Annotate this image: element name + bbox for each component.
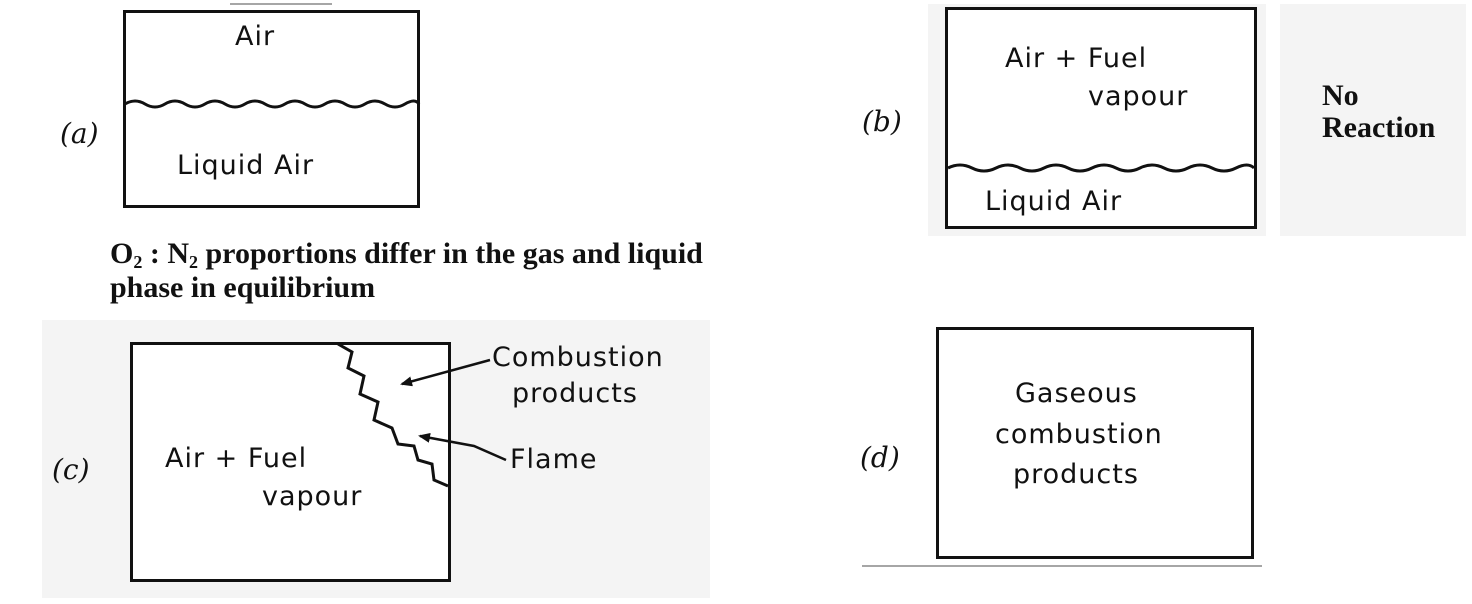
caption-n: : N [142, 237, 189, 270]
panel-b-air-fuel-label: Air + Fuel [1005, 43, 1148, 74]
panel-d-tag: (d) [860, 441, 900, 474]
panel-b-no-reaction: No Reaction [1322, 79, 1436, 145]
caption-line2: phase in equilibrium [110, 271, 376, 305]
panel-c-air-fuel-label: Air + Fuel [165, 443, 308, 474]
panel-b-side-background [1280, 4, 1466, 236]
panel-a-tag: (a) [60, 117, 99, 150]
panel-d-container [936, 327, 1254, 559]
panel-a-air-label: Air [235, 21, 276, 52]
panel-c-flame-label: Flame [510, 444, 598, 475]
panel-c-tag: (c) [52, 453, 90, 486]
panel-b-tag: (b) [862, 105, 902, 138]
caption-o: O [110, 237, 134, 270]
panel-c-flame-front [337, 342, 449, 488]
caption-n-subscript: 2 [189, 252, 198, 272]
panel-b-liquid-air-label: Liquid Air [985, 186, 1123, 217]
caption-line1-rest: proportions differ in the gas and liquid [198, 237, 703, 270]
panel-c-container [130, 342, 451, 582]
panel-c-vapour-label: vapour [262, 481, 363, 512]
panel-c-products-arrow [400, 358, 491, 387]
panel-b-container [945, 7, 1257, 229]
panel-a-liquid-surface [124, 99, 421, 109]
panel-a-container [123, 10, 420, 208]
caption-o-subscript: 2 [133, 252, 143, 272]
no-reaction-line2: Reaction [1322, 111, 1436, 145]
no-reaction-line1: No [1322, 79, 1359, 112]
panel-d-combustion-label: combustion [995, 419, 1163, 450]
panel-a-caption: O2 : N2 proportions differ in the gas an… [110, 237, 703, 305]
panel-b-liquid-surface [947, 163, 1256, 173]
panel-c-combustion-label: Combustion [492, 342, 664, 373]
panel-c-products-label: products [512, 378, 638, 409]
panel-a-liquid-air-label: Liquid Air [177, 150, 315, 181]
panel-b-vapour-label: vapour [1088, 81, 1189, 112]
panel-c-flame-arrow [418, 432, 507, 462]
panel-d-gaseous-label: Gaseous [1015, 378, 1138, 409]
panel-d-products-label: products [1013, 459, 1139, 490]
